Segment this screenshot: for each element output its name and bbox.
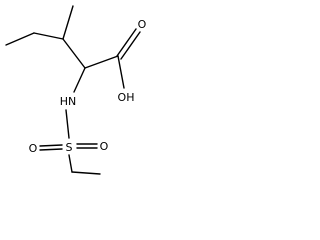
molecule-drawing: O OH HN S O O — [5, 5, 147, 175]
bond-ethyl-ch3-ch2 — [5, 32, 35, 46]
nitrogen-label: HN — [60, 95, 77, 108]
carbonyl-oxygen-label: O — [138, 18, 147, 31]
hydroxyl-label: OH — [118, 91, 135, 104]
structure-canvas: O OH HN S O O — [0, 0, 161, 180]
bond-sulfur-ethyl-ch2 — [68, 154, 73, 173]
bond-alpha-nitrogen — [73, 67, 86, 93]
bond-sulfur-o-left-a — [39, 144, 63, 147]
sulfur-label: S — [66, 141, 73, 154]
bond-carbonyl-double-a — [116, 28, 137, 57]
bond-ch-alpha — [62, 38, 86, 69]
bond-ethyl-ch2-ch — [33, 32, 64, 40]
bond-ch-methyl — [62, 5, 74, 40]
sulfonyl-oxygen-right-label: O — [100, 140, 109, 153]
bond-sulfonyl-ethyl-ch3 — [71, 171, 101, 175]
bond-alpha-carboxyl — [84, 55, 119, 69]
bond-sulfur-o-left-b — [39, 148, 63, 151]
bond-carboxyl-oh — [117, 55, 125, 89]
bond-carbonyl-double-b — [120, 31, 141, 60]
bond-nitrogen-sulfur — [65, 109, 70, 139]
sulfonyl-oxygen-left-label: O — [29, 142, 38, 155]
